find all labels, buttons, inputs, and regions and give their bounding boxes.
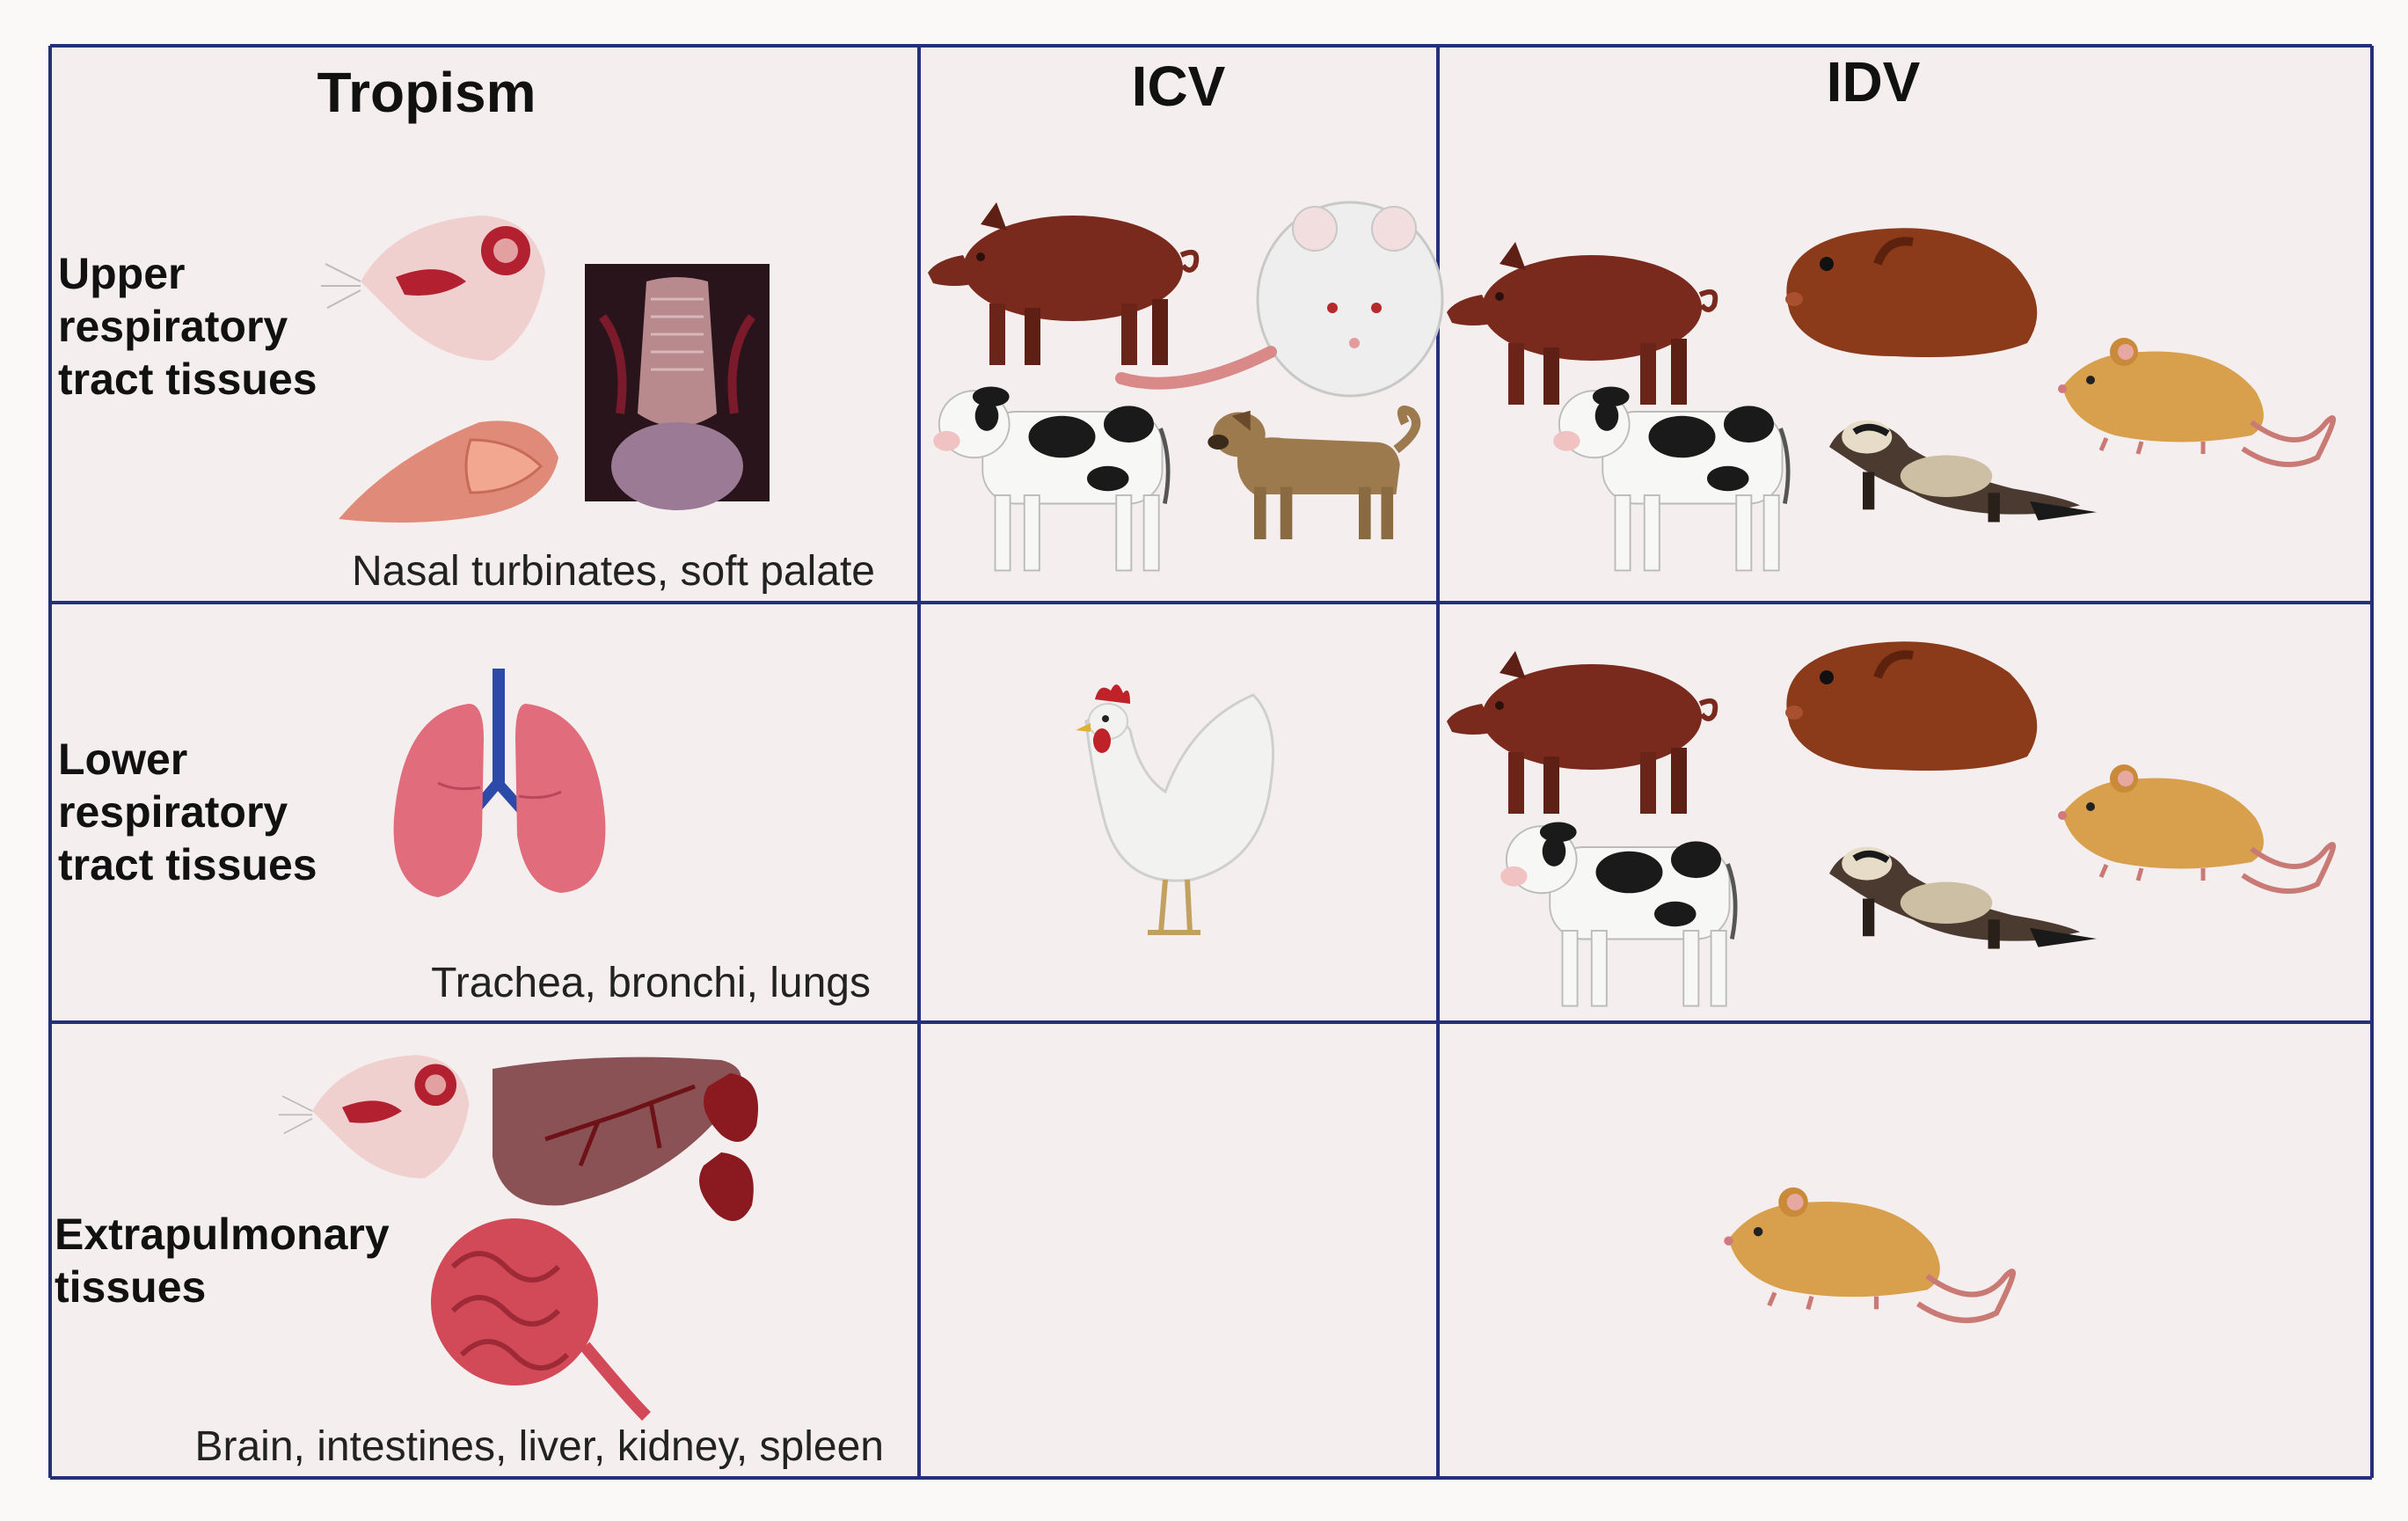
row-2-label: Lower respiratory tract tissues	[58, 735, 317, 889]
header-tropism: Tropism	[317, 61, 536, 124]
header-idv: IDV	[1827, 50, 1921, 113]
row-3-label: Extrapulmonary tissues	[55, 1210, 402, 1312]
row-1-label: Upper respiratory tract tissues	[58, 249, 317, 404]
row-lower-respiratory: Lower respiratory tract tissues Trachea,…	[58, 641, 2333, 1006]
nasal-dissection-photo	[585, 264, 770, 510]
header-icv: ICV	[1132, 55, 1226, 118]
row-3-caption: Brain, intestines, liver, kidney, spleen	[194, 1423, 884, 1470]
row-2-caption: Trachea, bronchi, lungs	[431, 960, 871, 1006]
row-upper-respiratory: Upper respiratory tract tissues Nasal tu…	[58, 202, 2333, 595]
row-extrapulmonary: Extrapulmonary tissues Brain, intestines…	[55, 1054, 2013, 1470]
row-1-caption: Nasal turbinates, soft palate	[352, 548, 875, 595]
